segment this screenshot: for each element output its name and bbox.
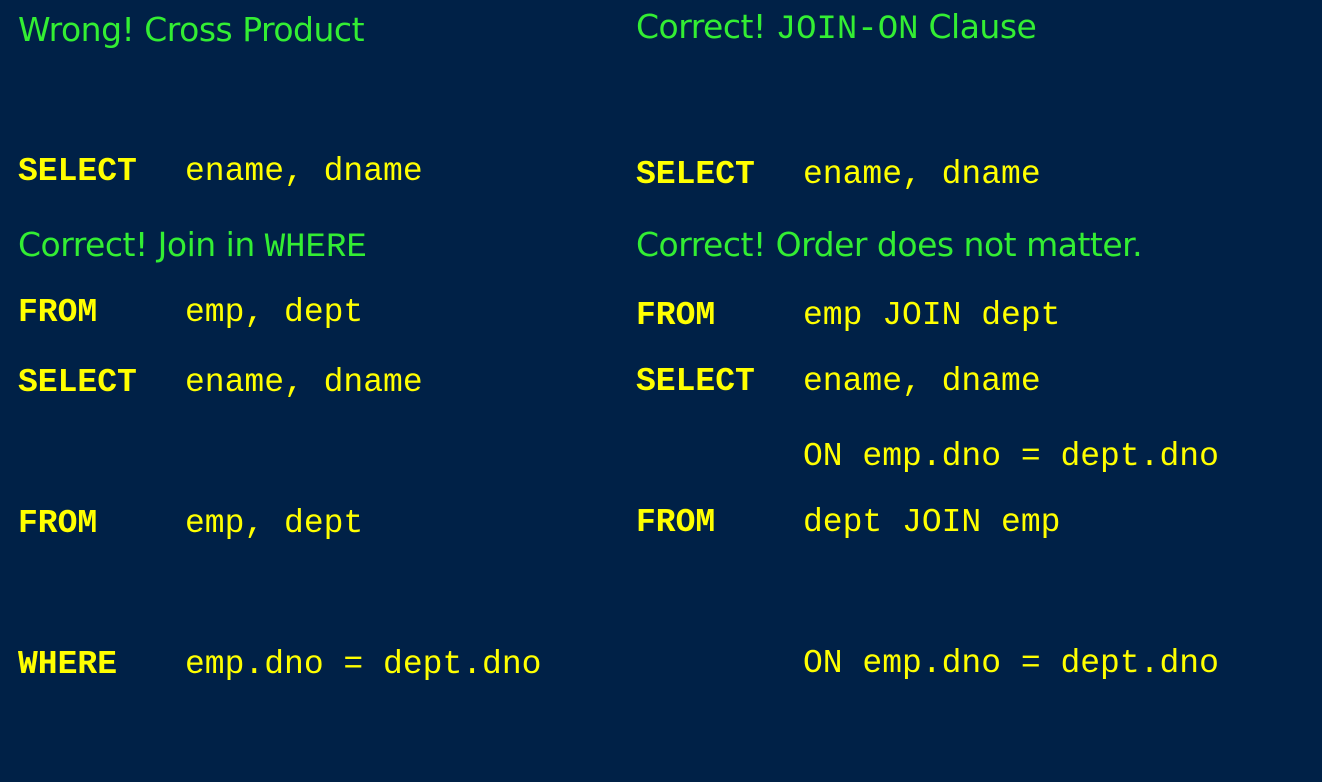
code-line: SELECT ename, dname [636,358,1219,405]
code-line: FROM dept JOIN emp [636,499,1219,546]
sql-keyword: FROM [18,294,98,331]
sql-text: ename, dname [803,156,1041,193]
sql-text: emp JOIN dept [803,297,1061,334]
sql-text: ename, dname [803,363,1041,400]
panel-title: Wrong! Cross Product [18,8,423,52]
sql-text: emp, dept [185,294,364,331]
panel-join-in-where: Correct! Join in WHERE SELECT ename, dnam… [18,223,541,782]
title-code-text: JOIN-ON [775,11,919,49]
title-text: Correct! [636,7,776,46]
sql-text: ename, dname [185,153,423,190]
sql-keyword: FROM [636,504,716,541]
sql-text: emp.dno = dept.dno [185,646,542,683]
code-line: FROM emp, dept [18,500,541,547]
sql-keyword: FROM [636,297,716,334]
sql-keyword: WHERE [18,646,118,683]
panel-title: Correct! Order does not matter. [636,223,1219,267]
code-line: WHERE emp.dno = dept.dno [18,641,541,688]
sql-keyword: SELECT [18,153,137,190]
title-text: Wrong! Cross Product [18,10,365,49]
panel-order-does-not-matter: Correct! Order does not matter. SELECT en… [636,223,1219,781]
sql-code-block: SELECT ename, dname FROM emp, dept [18,54,423,430]
code-line: SELECT ename, dname [18,148,423,195]
title-text: Correct! Order does not matter. [636,225,1143,264]
code-line: ON emp.dno = dept.dno [636,640,1219,687]
sql-text: dept JOIN emp [803,504,1061,541]
sql-keyword: SELECT [636,363,755,400]
panel-title: Correct! JOIN-ON Clause [636,5,1219,52]
sql-keyword: SELECT [636,156,755,193]
title-text: Correct! Join in [18,225,265,264]
title-text-suffix: Clause [918,7,1037,46]
panel-title: Correct! Join in WHERE [18,223,541,270]
sql-keyword: SELECT [18,364,137,401]
sql-keyword: FROM [18,505,98,542]
sql-text: emp, dept [185,505,364,542]
sql-keyword [636,640,803,687]
panel-cross-product: Wrong! Cross Product SELECT ename, dname … [18,8,423,430]
code-line: FROM emp, dept [18,289,423,336]
code-line: SELECT ename, dname [18,359,541,406]
code-line: FROM emp JOIN dept [636,292,1219,339]
code-line: SELECT ename, dname [636,151,1219,198]
title-code-text: WHERE [264,229,367,267]
sql-text: ename, dname [185,364,423,401]
sql-text: ON emp.dno = dept.dno [803,645,1219,682]
sql-code-block: SELECT ename, dname FROM emp, dept WHERE em… [18,265,541,782]
sql-code-block: SELECT ename, dname FROM dept JOIN emp ON … [636,264,1219,781]
